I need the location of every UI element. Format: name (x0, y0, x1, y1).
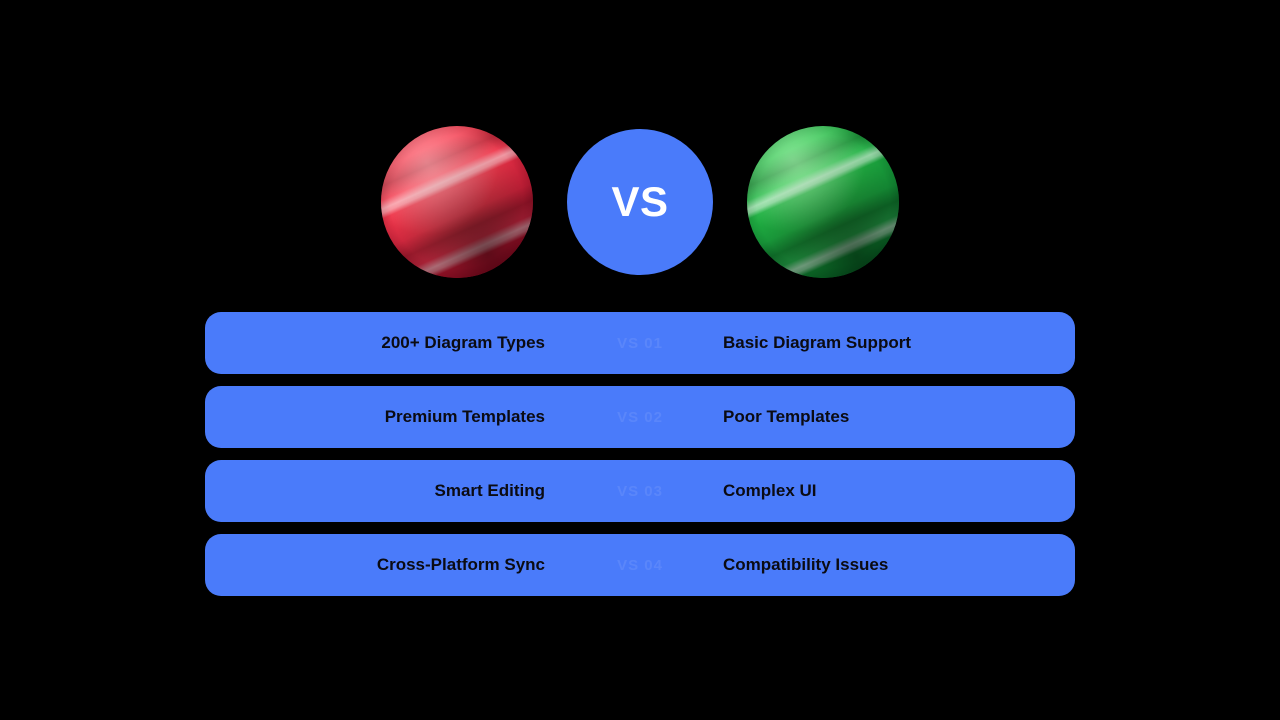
vs-badge: VS (567, 129, 713, 275)
row-con-label: Poor Templates (723, 407, 850, 426)
pro-sphere-shading (381, 126, 533, 278)
con-sphere-shading (747, 126, 899, 278)
row-vs-badge: VS 02 (617, 408, 663, 426)
con-sphere-icon (747, 126, 899, 278)
vs-badge-label: VS (611, 178, 669, 225)
row-con-label: Compatibility Issues (723, 555, 889, 574)
comparison-rows: VS 01 200+ Diagram Types Basic Diagram S… (205, 312, 1075, 596)
comparison-row: VS 04 Cross-Platform Sync Compatibility … (205, 534, 1075, 596)
row-con-label: Complex UI (723, 481, 817, 500)
comparison-row: VS 03 Smart Editing Complex UI (205, 460, 1075, 522)
comparison-row: VS 02 Premium Templates Poor Templates (205, 386, 1075, 448)
pro-sphere-icon (381, 126, 533, 278)
row-pro-label: Premium Templates (384, 407, 545, 426)
row-vs-badge: VS 04 (617, 556, 663, 574)
vs-hero: VS (0, 122, 1280, 282)
comparison-row: VS 01 200+ Diagram Types Basic Diagram S… (205, 312, 1075, 374)
row-vs-badge: VS 03 (617, 482, 663, 500)
row-con-label: Basic Diagram Support (723, 333, 911, 352)
row-pro-label: Smart Editing (434, 481, 545, 500)
row-vs-badge: VS 01 (617, 334, 663, 352)
row-pro-label: 200+ Diagram Types (381, 333, 545, 352)
row-pro-label: Cross-Platform Sync (376, 555, 545, 574)
